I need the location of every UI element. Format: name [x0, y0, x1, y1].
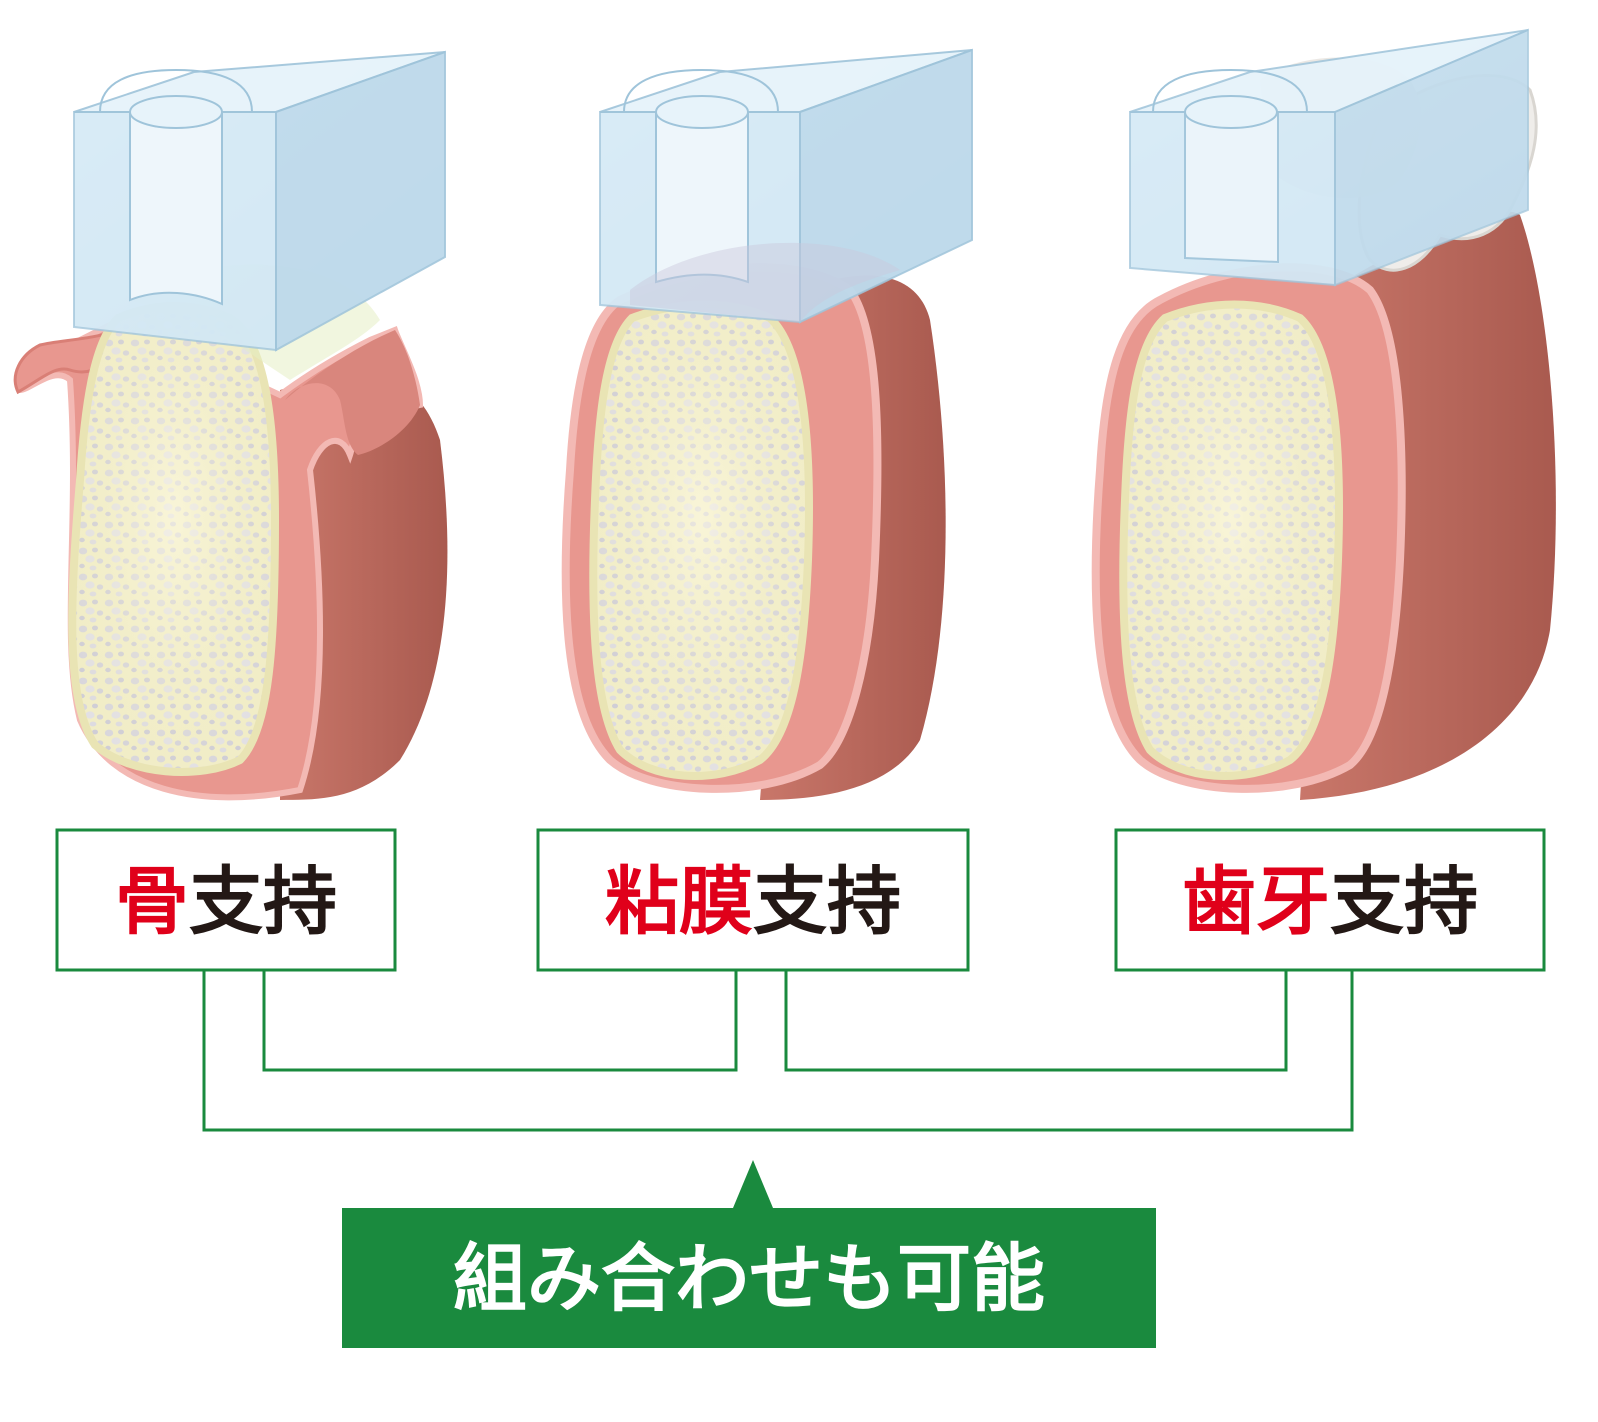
- triangle-up-icon: [733, 1160, 773, 1208]
- label-highlight: 粘膜: [605, 859, 753, 945]
- label-rest: 支持: [1330, 859, 1478, 945]
- label-box-mucosa: 粘膜支持: [538, 830, 968, 970]
- connector-mucosa-tooth: [786, 970, 1286, 1070]
- connector-outer: [204, 970, 1352, 1130]
- label-highlight: 骨: [115, 859, 189, 945]
- connector-lines: [204, 970, 1352, 1130]
- svg-text:粘膜支持: 粘膜支持: [605, 859, 901, 945]
- label-rest: 支持: [753, 859, 901, 945]
- tooth-support-illustration: [1096, 30, 1556, 800]
- bone-support-illustration: [15, 52, 447, 800]
- label-box-bone: 骨支持: [57, 830, 395, 970]
- svg-text:骨支持: 骨支持: [115, 859, 337, 945]
- label-box-tooth: 歯牙支持: [1116, 830, 1544, 970]
- footer-text: 組み合わせも可能: [453, 1236, 1045, 1322]
- mucosa-support-illustration: [566, 50, 972, 800]
- svg-text:歯牙支持: 歯牙支持: [1182, 859, 1478, 945]
- connector-bone-mucosa: [264, 970, 736, 1070]
- label-highlight: 歯牙: [1182, 859, 1330, 945]
- label-rest: 支持: [189, 859, 337, 945]
